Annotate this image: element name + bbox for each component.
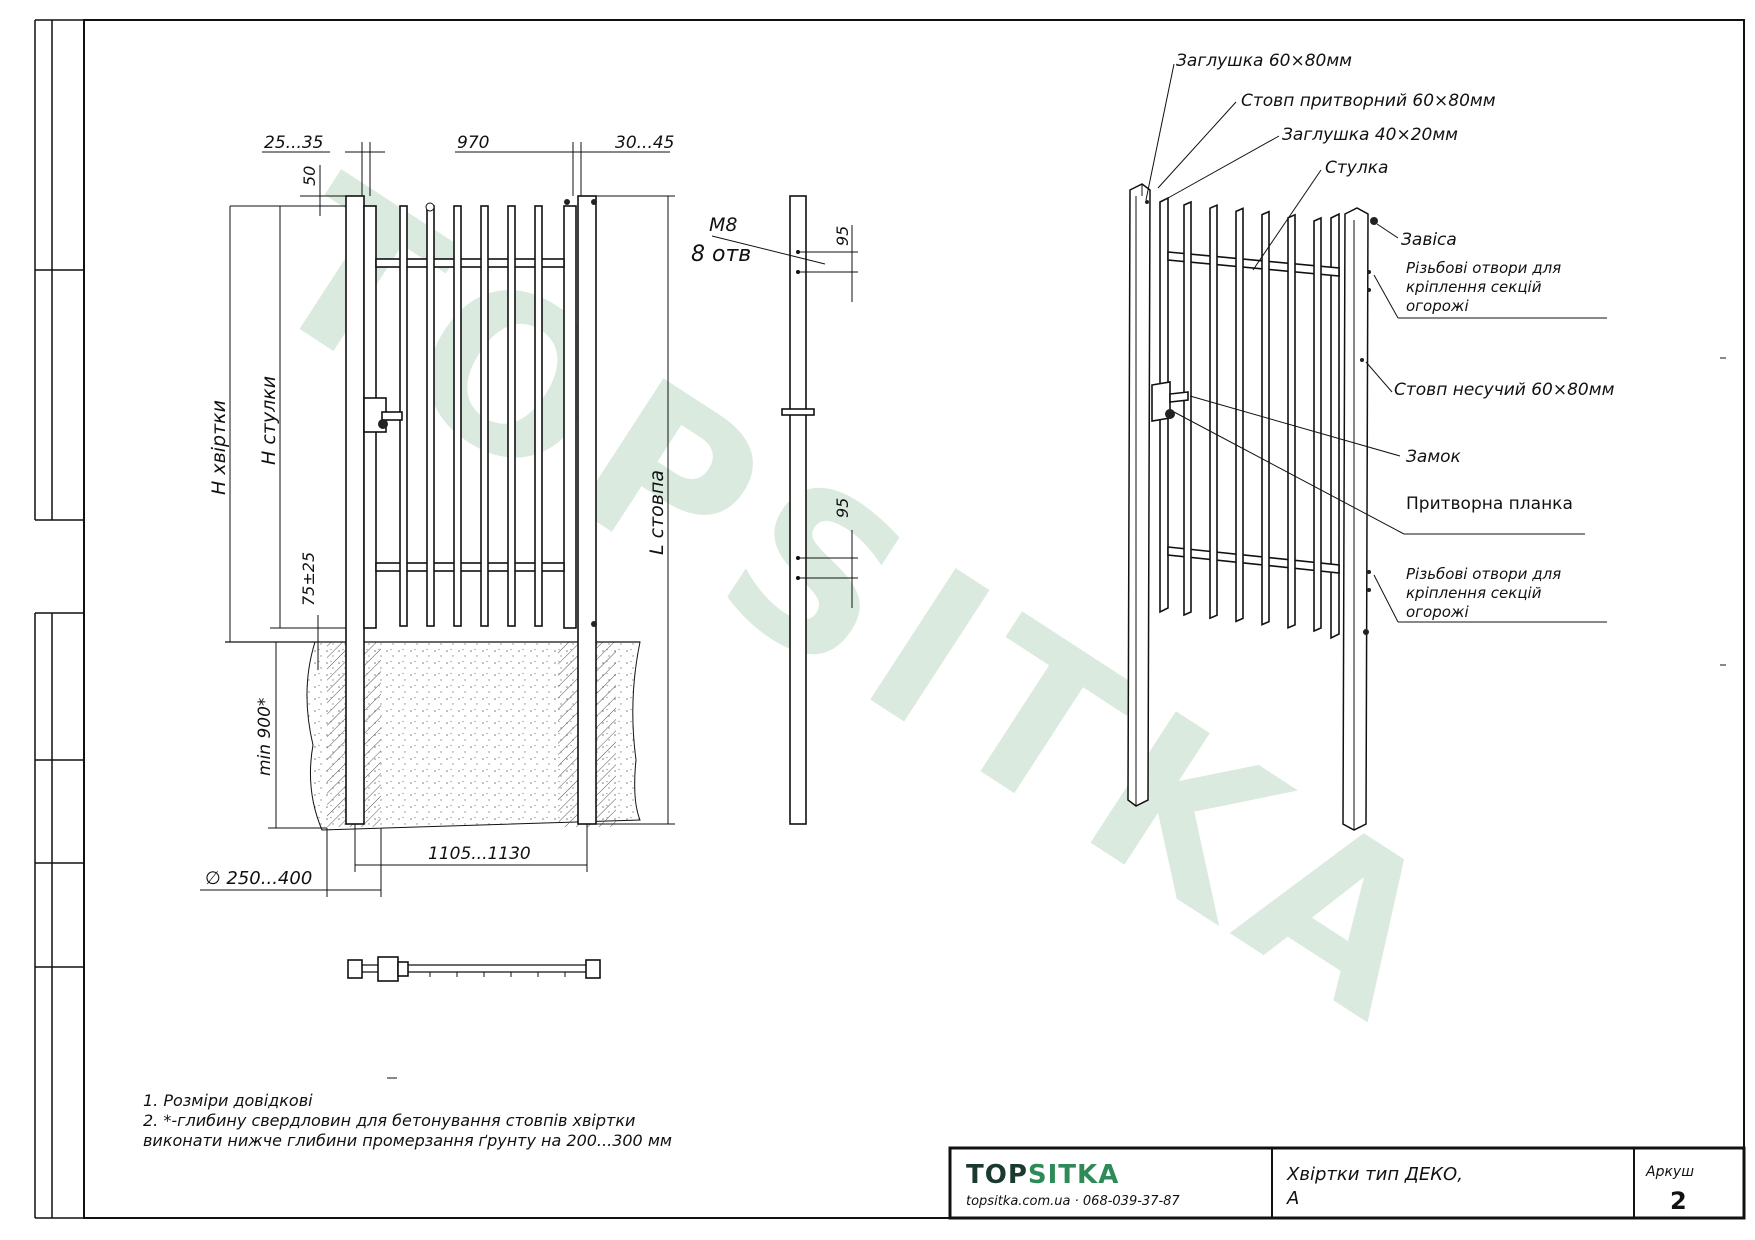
callout-threaded-2c: огорожі: [1406, 603, 1469, 621]
front-view: 25...35 970 30...45 50 H хвіртки H стулк…: [200, 133, 675, 1079]
callout-bearing-post: Стовп несучий 60×80мм: [1394, 380, 1615, 400]
picket: [534, 205, 543, 627]
dim-width: 970: [457, 133, 489, 153]
dim-right-offset: 30...45: [615, 133, 674, 153]
right-post: [577, 195, 597, 825]
lock-knob: [378, 419, 388, 429]
dimension-lines: [200, 142, 675, 897]
callout-cap-60x80: Заглушка 60×80мм: [1176, 51, 1352, 71]
detail-post: [789, 195, 807, 825]
note-1: 1. Розміри довідкові: [143, 1091, 313, 1110]
callout-closing-post: Стовп притворний 60×80мм: [1241, 91, 1496, 111]
top-rail: [375, 258, 565, 268]
callout-threaded-2b: кріплення секцій: [1406, 584, 1542, 602]
dim-span: 1105...1130: [428, 844, 531, 864]
leaf-right-stile: [563, 205, 577, 629]
brand-sitka: SITKA: [1028, 1160, 1119, 1190]
title-block: TOPSITKA topsitka.com.ua · 068-039-37-87…: [948, 1146, 1746, 1220]
sheet-frame: [34, 19, 1745, 1219]
callout-cap-40x20: Заглушка 40×20мм: [1282, 125, 1458, 145]
dim-left-offset: 25...35: [264, 133, 323, 153]
watermark: TOPSITKA: [227, 132, 1492, 1075]
note-3: виконати нижче глибини промерзання ґрунт…: [143, 1131, 672, 1150]
post-spacing-bottom: 95: [833, 498, 852, 518]
plan-view: [347, 956, 601, 1079]
drawing-title-line1: Хвіртки тип ДЕКО,: [1286, 1164, 1463, 1185]
callout-threaded-1a: Різьбові отвори для: [1406, 259, 1561, 277]
iso-picket: [1209, 203, 1218, 620]
callout-threaded-1c: огорожі: [1406, 297, 1469, 315]
drawing-title-line2: А: [1286, 1188, 1299, 1209]
callout-striker: Притворна планка: [1406, 494, 1573, 514]
lock-handle: [381, 411, 403, 421]
leader-lines: [1145, 63, 1607, 623]
dim-h-post: H стулки: [258, 376, 280, 465]
left-post: [345, 195, 365, 825]
dim-top-gap: 50: [300, 166, 319, 186]
iso-right-post: [1342, 207, 1369, 831]
brand-logo: TOPSITKA: [966, 1160, 1119, 1190]
dim-bottom-gap: 75±25: [299, 552, 318, 606]
picket: [426, 205, 435, 627]
iso-picket: [1261, 210, 1270, 626]
picket: [480, 205, 489, 627]
callout-lock: Замок: [1406, 447, 1462, 467]
brand-contact: topsitka.com.ua · 068-039-37-87: [966, 1194, 1180, 1209]
post-holes: 8 отв: [691, 242, 751, 267]
dim-h-gate: H хвіртки: [208, 400, 230, 495]
callout-hinge: Завіса: [1401, 230, 1457, 250]
iso-pickets: [1183, 200, 1322, 633]
iso-picket: [1287, 213, 1296, 630]
picket: [453, 205, 462, 627]
picket: [507, 205, 516, 627]
iso-picket: [1313, 216, 1322, 633]
iso-picket: [1183, 200, 1192, 617]
post-bolt: M8: [709, 214, 737, 236]
sheet-label: Аркуш: [1645, 1164, 1694, 1180]
dim-min-depth: min 900*: [255, 698, 275, 776]
callout-threaded-2a: Різьбові отвори для: [1406, 565, 1561, 583]
iso-picket: [1235, 207, 1244, 623]
brand-top: TOP: [966, 1160, 1028, 1190]
callout-leaf: Стулка: [1325, 158, 1388, 178]
notes: 1. Розміри довідкові 2. *-глибину свердл…: [143, 1091, 672, 1150]
ground-soil: [306, 641, 641, 831]
post-detail: M8 8 отв 95 95: [691, 195, 858, 825]
bottom-rail: [375, 562, 565, 572]
note-2: 2. *-глибину свердловин для бетонування …: [143, 1111, 635, 1130]
iso-view: Заглушка 60×80мм Стовп притворний 60×80м…: [1127, 51, 1726, 831]
iso-left-post: [1127, 183, 1151, 807]
callout-threaded-1b: кріплення секцій: [1406, 278, 1542, 296]
dim-hole-diameter: ∅ 250...400: [205, 868, 312, 889]
dim-l-post: L стовпа: [646, 470, 668, 555]
sheet-number: 2: [1670, 1187, 1687, 1215]
post-spacing-top: 95: [833, 226, 852, 246]
